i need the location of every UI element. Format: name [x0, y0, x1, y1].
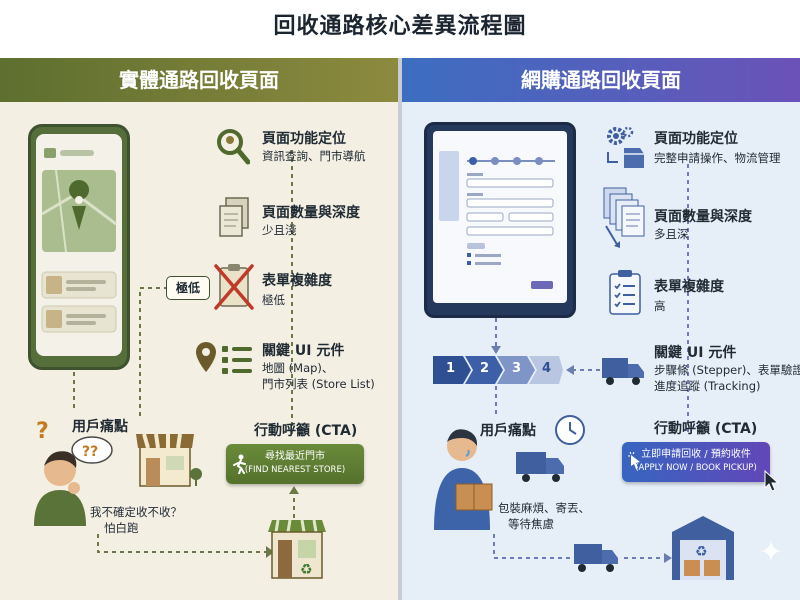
panel-divider: [398, 58, 402, 600]
left-feature-4-value-line2: 門市列表 (Store List): [262, 377, 375, 391]
click-cursor-icon: [628, 452, 640, 469]
left-feature-3-title: 表單複雜度: [262, 273, 332, 289]
sparkle-icon: [760, 540, 782, 562]
clock-truck-illustration: [516, 415, 585, 482]
left-feature-2-title: 頁面數量與深度: [262, 205, 360, 221]
apply-now-button[interactable]: 立即申請回收 / 預約收件 (APPLY NOW / BOOK PICKUP): [622, 442, 770, 482]
right-feature-4-title: 關鍵 UI 元件: [654, 345, 737, 361]
tablet-stepper-connector: [491, 318, 501, 354]
left-feature-1-title: 頁面功能定位: [262, 131, 346, 147]
right-feature-3-title: 表單複雜度: [654, 279, 724, 295]
left-feature-4-title: 關鍵 UI 元件: [262, 343, 345, 359]
left-pain-title: 用戶痛點: [72, 419, 128, 435]
left-pain-text-line1: 我不確定收不收？: [90, 505, 182, 519]
right-feature-4-value-line2: 進度追蹤 (Tracking): [654, 379, 761, 393]
delivery-truck-icon: [574, 544, 618, 572]
tablet-form-content: [439, 151, 555, 289]
right-feature-2-title: 頁面數量與深度: [654, 209, 752, 225]
left-feature-4-value-line1: 地圖 (Map)、: [262, 361, 334, 375]
confused-user-illustration: ? ??: [34, 419, 113, 526]
left-feature-1-value: 資訊查詢、門市導航: [262, 149, 366, 163]
right-feature-2-value: 多且深: [654, 227, 689, 241]
clipboard-crossed-icon: [214, 264, 254, 310]
svg-text:??: ??: [82, 444, 98, 460]
phone-content: [41, 148, 117, 333]
truck-warehouse-connector: [624, 553, 672, 563]
left-cta-title: 行動呼籲 (CTA): [254, 423, 358, 439]
stepper: 1 2 3 4: [433, 356, 563, 384]
recycle-warehouse-icon: ♻: [672, 516, 734, 580]
worried-user-illustration: [434, 429, 493, 530]
find-nearest-store-button[interactable]: 尋找最近門市 (FIND NEAREST STORE): [226, 444, 364, 484]
mouse-pointer-icon: [764, 470, 780, 492]
left-bottom-connector: [97, 534, 274, 558]
left-flow-connector: [291, 150, 293, 438]
truck-icon: [602, 358, 644, 385]
search-magnifier-icon: [217, 129, 250, 165]
right-cta-sub: (APPLY NOW / BOOK PICKUP): [635, 463, 757, 473]
phone-user-connector: [73, 372, 75, 410]
left-feature-3-value: 極低: [262, 293, 285, 307]
recycle-store-icon: ♻: [268, 519, 326, 579]
right-feature-4-value-line1: 步驟條 (Stepper)、表單驗證: [654, 363, 800, 377]
callout-connector: [139, 287, 168, 420]
left-feature-2-value: 少且淺: [262, 223, 297, 237]
step-3: 3: [512, 361, 522, 376]
clipboard-checklist-icon: [609, 270, 641, 315]
left-pain-text-line2: 怕白跑: [104, 521, 139, 535]
right-feature-1-value: 完整申請操作、物流管理: [654, 151, 781, 165]
cta-store-connector: [289, 486, 299, 518]
left-cta-main: 尋找最近門市: [265, 451, 325, 462]
walking-person-icon: [233, 454, 246, 474]
step-4: 4: [542, 361, 552, 376]
stepper-graphic: [433, 356, 563, 384]
step-2: 2: [480, 361, 490, 376]
truck-stepper-connector: [566, 365, 600, 375]
stepper-user-connector: [495, 386, 497, 414]
left-cta-sub: (FIND NEAREST STORE): [244, 465, 346, 475]
right-pain-text-line1: 包裝麻煩、寄丟、: [498, 501, 590, 515]
svg-text:♻: ♻: [300, 562, 313, 578]
pages-stack-icon: [219, 197, 249, 237]
step-1: 1: [446, 361, 456, 376]
diagram-title: 回收通路核心差異流程圖: [273, 14, 527, 39]
complexity-callout: 極低: [166, 276, 210, 300]
right-pain-title: 用戶痛點: [480, 423, 536, 439]
left-panel-header: 實體通路回收頁面: [0, 58, 398, 102]
svg-text:?: ?: [36, 419, 49, 444]
right-bottom-connector: [493, 534, 572, 559]
right-cta-main: 立即申請回收 / 預約收件: [641, 449, 751, 460]
right-cta-title: 行動呼籲 (CTA): [654, 421, 758, 437]
right-feature-1-title: 頁面功能定位: [654, 131, 738, 147]
right-pain-text-line2: 等待焦慮: [508, 517, 554, 531]
map-pin-list-icon: [196, 342, 252, 374]
gears-box-icon: [607, 126, 644, 168]
right-panel-header: 網購通路回收頁面: [402, 58, 800, 102]
right-feature-3-value: 高: [654, 299, 666, 313]
svg-text:♻: ♻: [695, 544, 708, 560]
storefront-icon: [136, 433, 202, 487]
many-pages-icon: [603, 187, 645, 248]
